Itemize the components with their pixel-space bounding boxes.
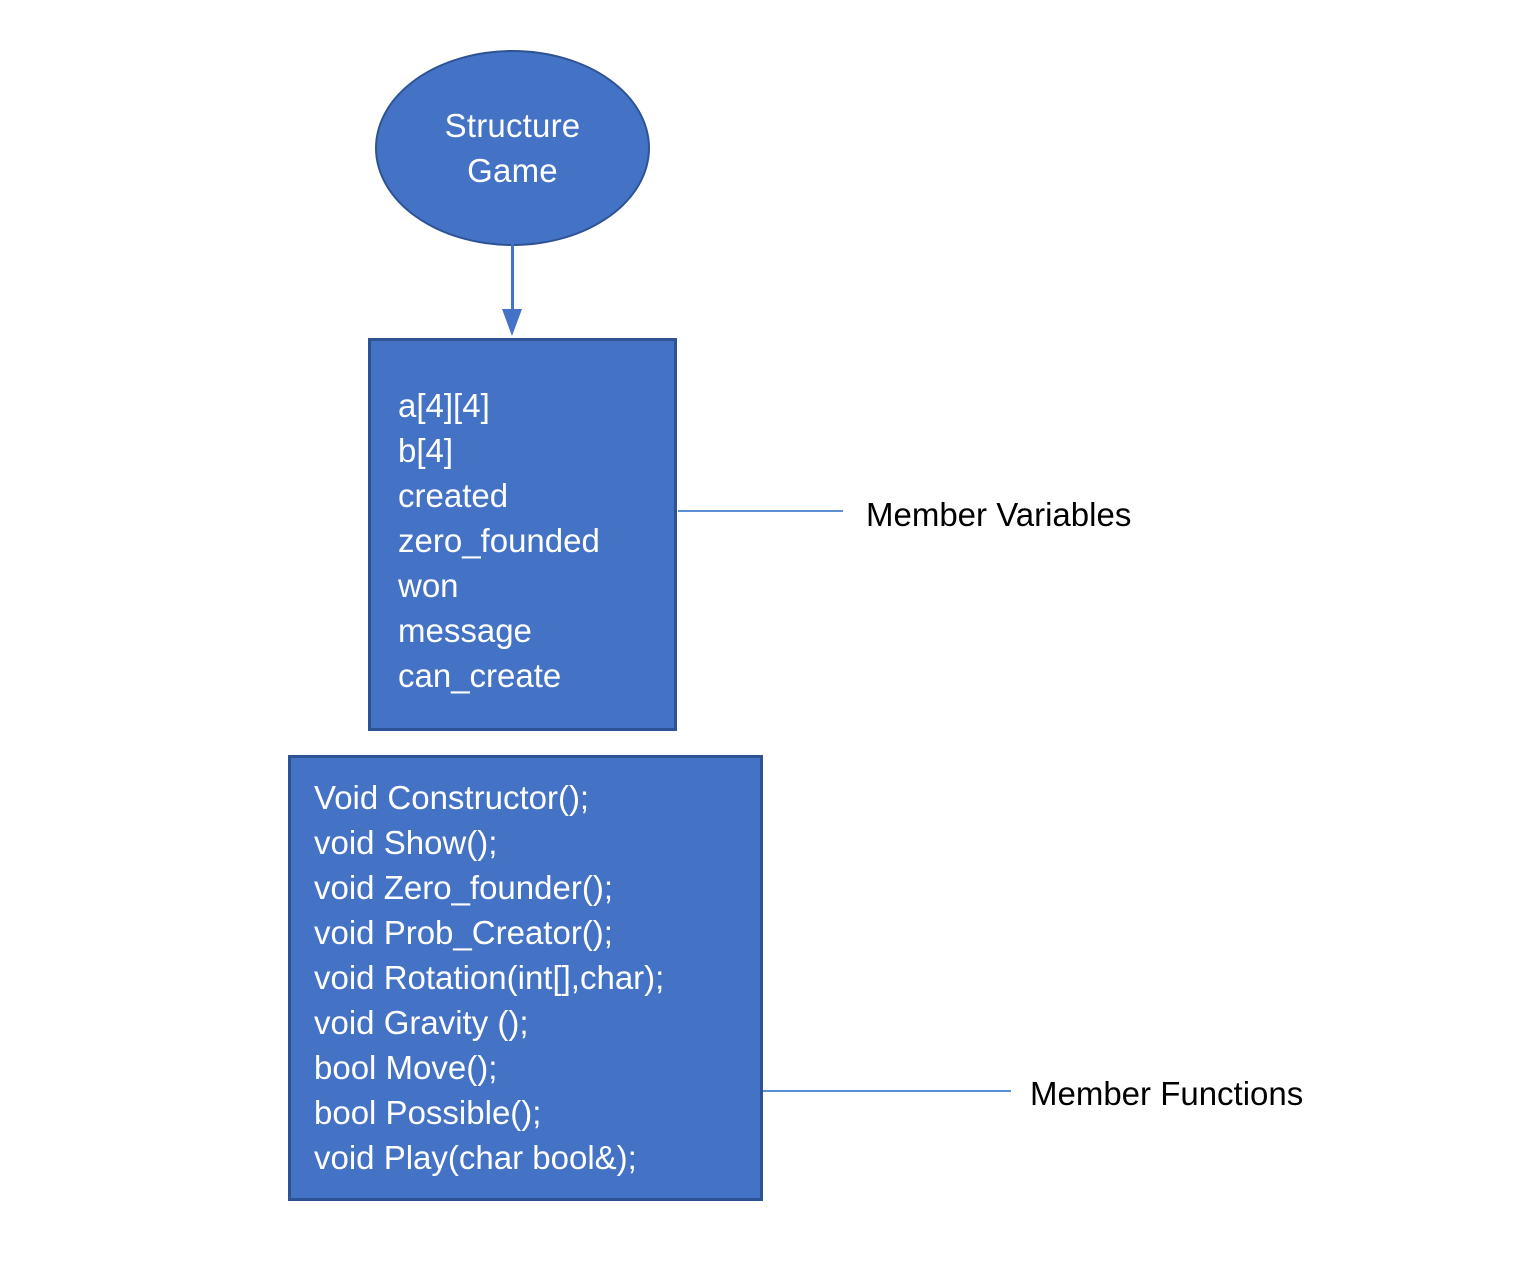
member-variable-item: can_create: [398, 657, 562, 694]
member-variable-item: won: [398, 567, 459, 604]
member-function-item: void Zero_founder();: [314, 869, 613, 906]
member-function-item: void Play(char bool&);: [314, 1139, 637, 1176]
member-variable-item: message: [398, 612, 532, 649]
node-structure-game-line2: Game: [467, 152, 558, 189]
label-member-functions: Member Functions: [1030, 1075, 1304, 1112]
member-variable-item: b[4]: [398, 432, 454, 469]
member-function-item: void Gravity ();: [314, 1004, 529, 1041]
label-member-variables: Member Variables: [866, 496, 1132, 533]
member-function-item: void Rotation(int[],char);: [314, 959, 665, 996]
node-structure-game: Structure Game: [375, 50, 650, 246]
member-variable-item: zero_founded: [398, 522, 600, 559]
member-function-item: bool Possible();: [314, 1094, 542, 1131]
member-function-item: void Prob_Creator();: [314, 914, 613, 951]
arrow-head-icon: [502, 309, 522, 336]
connector-arrow-down-icon: [500, 243, 524, 339]
member-functions-box: Void Constructor(); void Show(); void Ze…: [288, 755, 763, 1201]
member-variable-item: created: [398, 477, 509, 514]
leader-line-member-functions: [763, 1090, 1011, 1092]
member-variable-item: a[4][4]: [398, 387, 490, 424]
member-function-item: Void Constructor();: [314, 779, 590, 816]
node-structure-game-line1: Structure: [444, 107, 581, 144]
member-function-item: void Show();: [314, 824, 498, 861]
member-function-item: bool Move();: [314, 1049, 498, 1086]
leader-line-member-variables: [678, 510, 843, 512]
member-variables-box: a[4][4] b[4] created zero_founded won me…: [368, 338, 677, 731]
arrow-line: [511, 243, 514, 315]
